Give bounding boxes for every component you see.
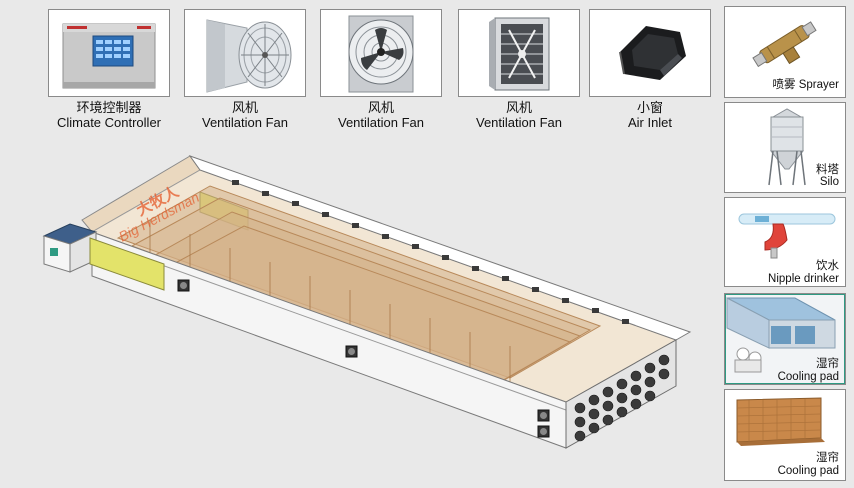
cage-rows: [116, 185, 602, 391]
sprayer-label: 喷雾 Sprayer: [772, 79, 839, 91]
silo-icon: [768, 108, 806, 186]
tunnel-fans: [574, 354, 670, 442]
round-fan-card[interactable]: [320, 9, 442, 97]
cone-fan-card[interactable]: [184, 9, 306, 97]
air-inlet-card[interactable]: [589, 9, 711, 97]
round-fan-icon: [348, 15, 414, 93]
air-inlet-icon: [619, 26, 686, 80]
cooling-pad-house-icon: [726, 295, 844, 383]
cone-fan-icon: [206, 19, 292, 93]
sprayer-card[interactable]: 喷雾 Sprayer: [724, 6, 846, 98]
climate-controller-card[interactable]: [48, 9, 170, 97]
box-fan-icon: [489, 17, 550, 91]
sprayer-icon: [752, 21, 817, 68]
side-wall-fans: [177, 279, 550, 438]
box-fan-card[interactable]: [458, 9, 580, 97]
cooling-pad-icon: [736, 397, 825, 446]
cooling-pad-front: [89, 237, 165, 291]
air-inlet-windows: [232, 180, 629, 324]
nipple-drinker-icon: [738, 213, 836, 259]
control-room-window: [50, 248, 58, 256]
cage-dividers: [149, 220, 511, 384]
climate-controller-icon: [62, 23, 156, 89]
poultry-house-diagram: 大牧人 Big Herdsman: [42, 155, 692, 449]
